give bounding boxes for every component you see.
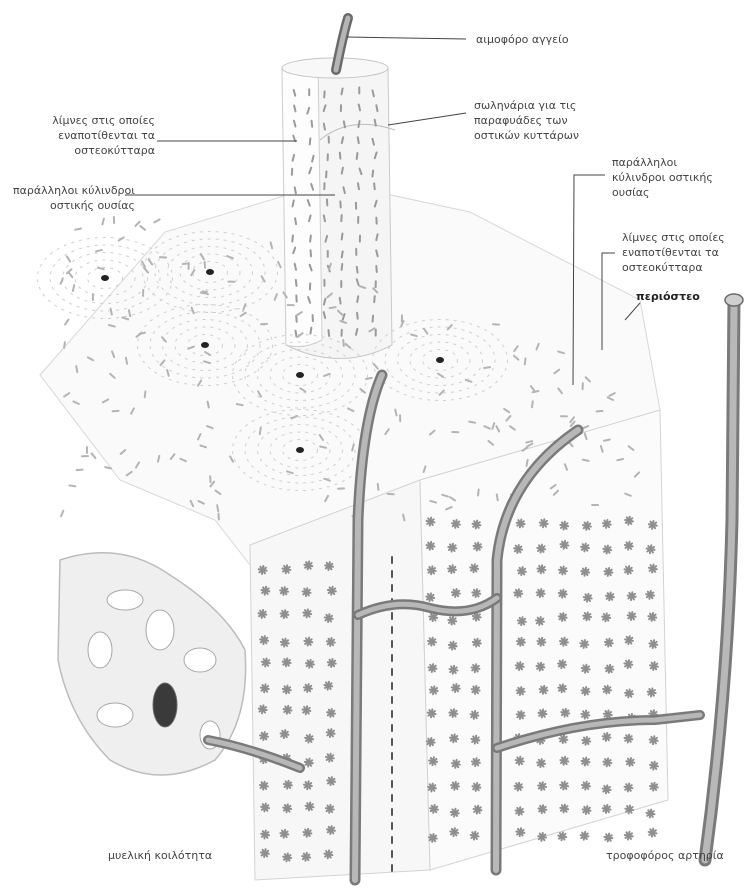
label-blood-vessel: αιμοφόρο αγγείο <box>476 32 569 47</box>
label-marrow-cavity: μυελική κοιλότητα <box>108 848 212 863</box>
label-nutrient-artery: τροφοφόρος αρτηρία <box>606 848 724 863</box>
label-periosteum: περιόστεο <box>636 289 700 304</box>
label-lamellae-right: παράλληλοι κύλινδροι οστικής ουσίας <box>612 155 713 200</box>
label-lamellae-left: παράλληλοι κύλινδροι οστικής ουσίας <box>4 183 135 213</box>
label-lacunae-left: λίμνες στις οποίες εναποτίθενται τα οστε… <box>18 113 155 158</box>
label-canaliculi: σωληνάρια για τις παραφυάδες των οστικών… <box>474 98 579 143</box>
bone-front-face <box>250 480 430 880</box>
label-lacunae-right: λίμνες στις οποίες εναποτίθενται τα οστε… <box>622 230 725 275</box>
